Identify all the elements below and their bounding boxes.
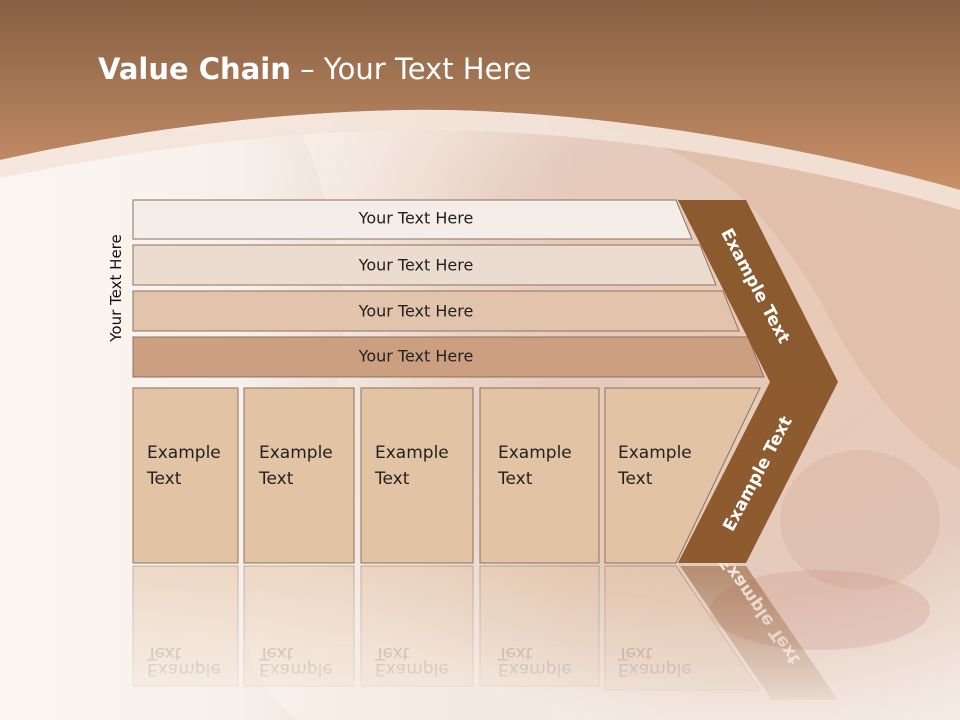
box-label-line2: Text (374, 469, 410, 489)
bar-label: Your Text Here (358, 302, 474, 321)
bar-label: Your Text Here (358, 347, 474, 366)
reflection: Example Example Example Example Example … (132, 552, 838, 700)
reflection-box (604, 565, 761, 691)
box-label-line2: Text (617, 469, 653, 489)
reflection-box (360, 565, 474, 687)
support-bar (132, 336, 765, 378)
reflection-text: Example (259, 659, 333, 679)
reflection-box (243, 565, 355, 687)
margin-arrow-upper (678, 200, 838, 382)
activity-box (479, 387, 600, 564)
activity-box (243, 387, 355, 564)
title-rest: – Your Text Here (290, 52, 532, 86)
reflection-text: Text (497, 643, 533, 663)
box-label-line2: Text (258, 469, 294, 489)
reflection-text: Text (617, 643, 653, 663)
reflection-arrow (680, 566, 838, 700)
reflection-text: Example (498, 659, 572, 679)
reflection-text: Example (375, 659, 449, 679)
box-label-line1: Example (375, 443, 449, 463)
support-bar (132, 199, 693, 240)
title-bold: Value Chain (98, 52, 291, 86)
page-title: Value Chain – Your Text Here (98, 52, 532, 86)
box-label-line1: Example (618, 443, 692, 463)
reflection-text: Text (258, 643, 294, 663)
reflection-text: Example (147, 659, 221, 679)
bar-label: Your Text Here (358, 209, 474, 228)
box-label-line1: Example (498, 443, 572, 463)
box-label-line2: Text (146, 469, 182, 489)
box-label-line2: Text (497, 469, 533, 489)
reflection-text: Example (618, 659, 692, 679)
activity-box (360, 387, 474, 564)
support-bar (132, 290, 740, 332)
support-bar (132, 244, 717, 286)
reflection-box (132, 565, 239, 687)
reflection-text: Text (374, 643, 410, 663)
reflection-box (479, 565, 600, 687)
activity-box (604, 387, 761, 564)
box-label-line1: Example (147, 443, 221, 463)
activity-box (132, 387, 239, 564)
reflection-text: Text (146, 643, 182, 663)
bar-label: Your Text Here (358, 256, 474, 275)
box-label-line1: Example (259, 443, 333, 463)
